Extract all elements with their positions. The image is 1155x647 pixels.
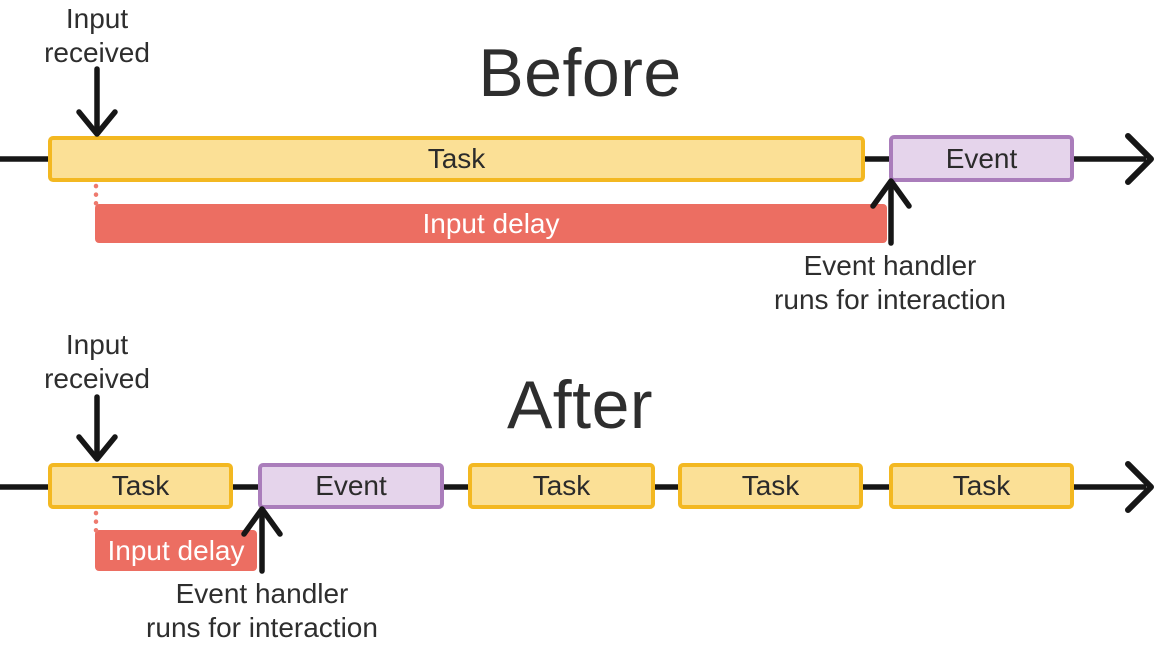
after-event-label: Event [315, 470, 387, 501]
after-task-label-3: Task [741, 470, 800, 501]
before-input-received-down-arrow-icon [76, 66, 118, 137]
after-event-handler-up-arrow-icon [241, 506, 283, 574]
after-task-bar-4: Task [889, 463, 1074, 509]
before-event-label: Event [945, 142, 1018, 174]
before-task-label: Task [427, 143, 486, 174]
before-event-handler-up-arrow-icon [870, 178, 912, 246]
after-input-delay-bar: Input delay [95, 530, 257, 571]
after-input-received-line1: Input [65, 329, 129, 360]
after-task-label-2: Task [532, 470, 591, 501]
after-input-received-down-arrow-icon [76, 394, 118, 462]
after-task-label-4: Task [952, 470, 1011, 501]
after-input-delay-label: Input delay [107, 534, 245, 566]
before-event-bar: Event [889, 135, 1074, 182]
after-input-received-line2: received [44, 363, 150, 394]
after-input-received-label: Input received [17, 328, 177, 396]
before-dotted-connector [93, 183, 99, 209]
before-input-delay-bar: Input delay [95, 204, 887, 243]
before-input-received-line2: received [44, 37, 150, 68]
after-task-label-1: Task [111, 470, 170, 501]
after-task-bar-2: Task [468, 463, 655, 509]
after-event-handler-line1: Event handler [175, 578, 349, 609]
before-input-received-line1: Input [65, 3, 129, 34]
after-event-bar: Event [258, 463, 444, 509]
before-input-received-label: Input received [17, 2, 177, 70]
after-event-handler-line2: runs for interaction [146, 612, 378, 643]
before-event-handler-label: Event handler runs for interaction [725, 249, 1055, 317]
after-dotted-connector [93, 510, 99, 536]
before-input-delay-label: Input delay [422, 207, 560, 239]
before-task-bar: Task [48, 136, 865, 182]
after-title: After [506, 367, 654, 443]
after-task-bar-3: Task [678, 463, 863, 509]
before-event-handler-line2: runs for interaction [774, 284, 1006, 315]
after-event-handler-label: Event handler runs for interaction [97, 577, 427, 645]
before-title: Before [478, 35, 682, 111]
before-event-handler-line1: Event handler [803, 250, 977, 281]
after-task-bar-1: Task [48, 463, 233, 509]
